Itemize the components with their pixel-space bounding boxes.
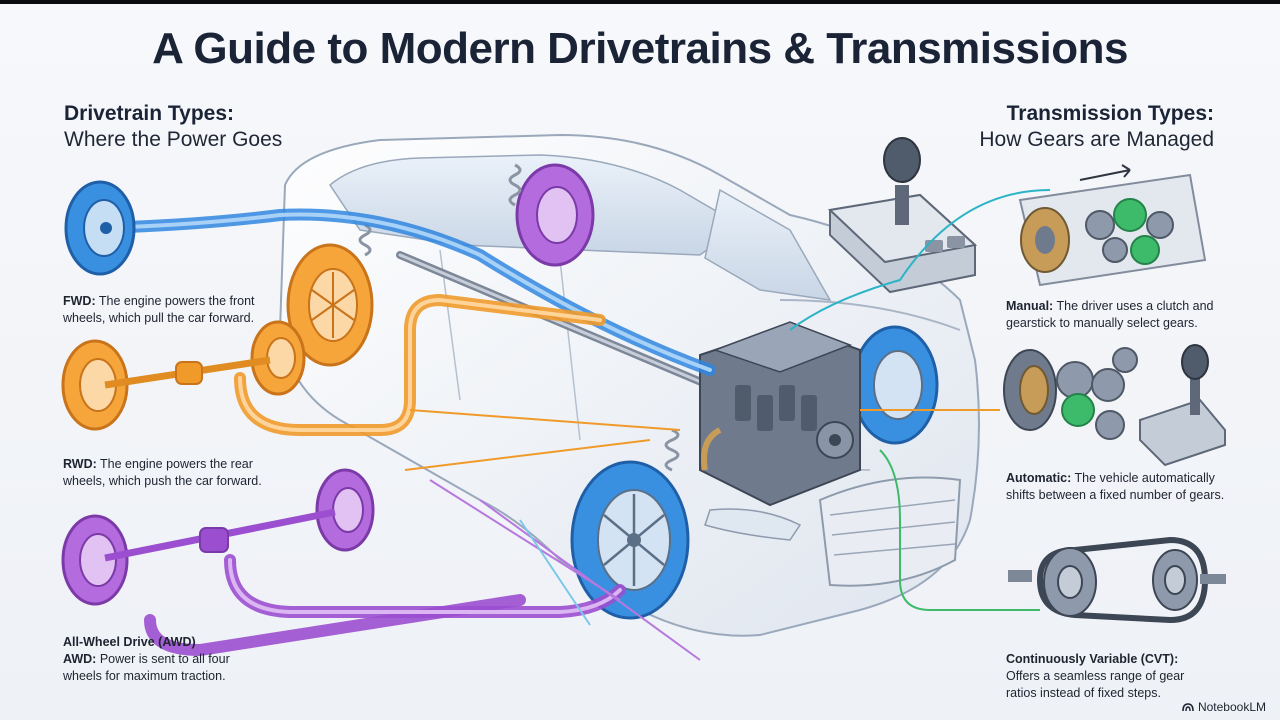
cvt-caption: Continuously Variable (CVT): Offers a se…	[1006, 651, 1184, 702]
fwd-caption: FWD: The engine powers the front wheels,…	[63, 293, 255, 327]
engine-icon	[699, 321, 861, 507]
car-icon	[278, 133, 980, 637]
transmission-subheading: How Gears are Managed	[979, 128, 1214, 151]
drivetrain-heading: Drivetrain Types:	[64, 102, 234, 125]
notebooklm-brand: NotebookLM	[1182, 700, 1266, 714]
rwd-text-2: wheels, which push the car forward.	[63, 474, 262, 488]
automatic-text-1: The vehicle automatically	[1074, 471, 1215, 485]
manual-gear-shifter-icon	[827, 137, 978, 294]
awd-axle-icon	[61, 468, 375, 606]
automatic-shifter-icon	[1139, 344, 1226, 467]
awd-text-1: Power is sent to all four	[99, 652, 230, 666]
rwd-text-1: The engine powers the rear	[100, 457, 253, 471]
awd-caption: All-Wheel Drive (AWD) AWD: Power is sent…	[63, 634, 230, 685]
automatic-label: Automatic:	[1006, 471, 1072, 485]
spring-icon	[358, 163, 680, 472]
cvt-text-1: Offers a seamless range of gear	[1006, 669, 1185, 683]
automatic-text-2: shifts between a fixed number of gears.	[1006, 488, 1225, 502]
automatic-gearbox-icon	[1003, 347, 1138, 440]
manual-text-2: gearstick to manually select gears.	[1006, 316, 1198, 330]
notebooklm-logo-icon	[1182, 703, 1194, 712]
front-wheel-icon	[570, 460, 690, 620]
cvt-text-2: ratios instead of fixed steps.	[1006, 686, 1161, 700]
manual-gearbox-icon	[1018, 164, 1207, 287]
manual-label: Manual:	[1006, 299, 1054, 313]
front-right-wheel-icon	[851, 325, 939, 445]
cvt-label: Continuously Variable (CVT):	[1006, 652, 1179, 666]
rwd-caption: RWD: The engine powers the rear wheels, …	[63, 456, 262, 490]
fwd-label: FWD:	[63, 294, 96, 308]
rwd-axle-icon	[61, 320, 306, 431]
transmission-heading: Transmission Types:	[1006, 102, 1214, 125]
automatic-caption: Automatic: The vehicle automatically shi…	[1006, 470, 1224, 504]
cvt-belt-icon	[1008, 536, 1226, 624]
awd-label: AWD:	[63, 652, 97, 666]
fwd-wheel-icon	[64, 180, 136, 276]
fwd-text-1: The engine powers the front	[98, 294, 255, 308]
top-border	[0, 0, 1280, 4]
awd-text-2: wheels for maximum traction.	[63, 669, 226, 683]
manual-text-1: The driver uses a clutch and	[1056, 299, 1214, 313]
rwd-label: RWD:	[63, 457, 97, 471]
fwd-text-2: wheels, which pull the car forward.	[63, 311, 255, 325]
rear-wheel-icon	[286, 243, 374, 367]
page-title: A Guide to Modern Drivetrains & Transmis…	[152, 24, 1128, 73]
awd-label-line: All-Wheel Drive (AWD)	[63, 635, 196, 649]
brand-label: NotebookLM	[1197, 700, 1266, 714]
manual-caption: Manual: The driver uses a clutch and gea…	[1006, 298, 1214, 332]
drivetrain-subheading: Where the Power Goes	[64, 128, 283, 151]
rear-right-wheel-icon	[515, 163, 595, 267]
